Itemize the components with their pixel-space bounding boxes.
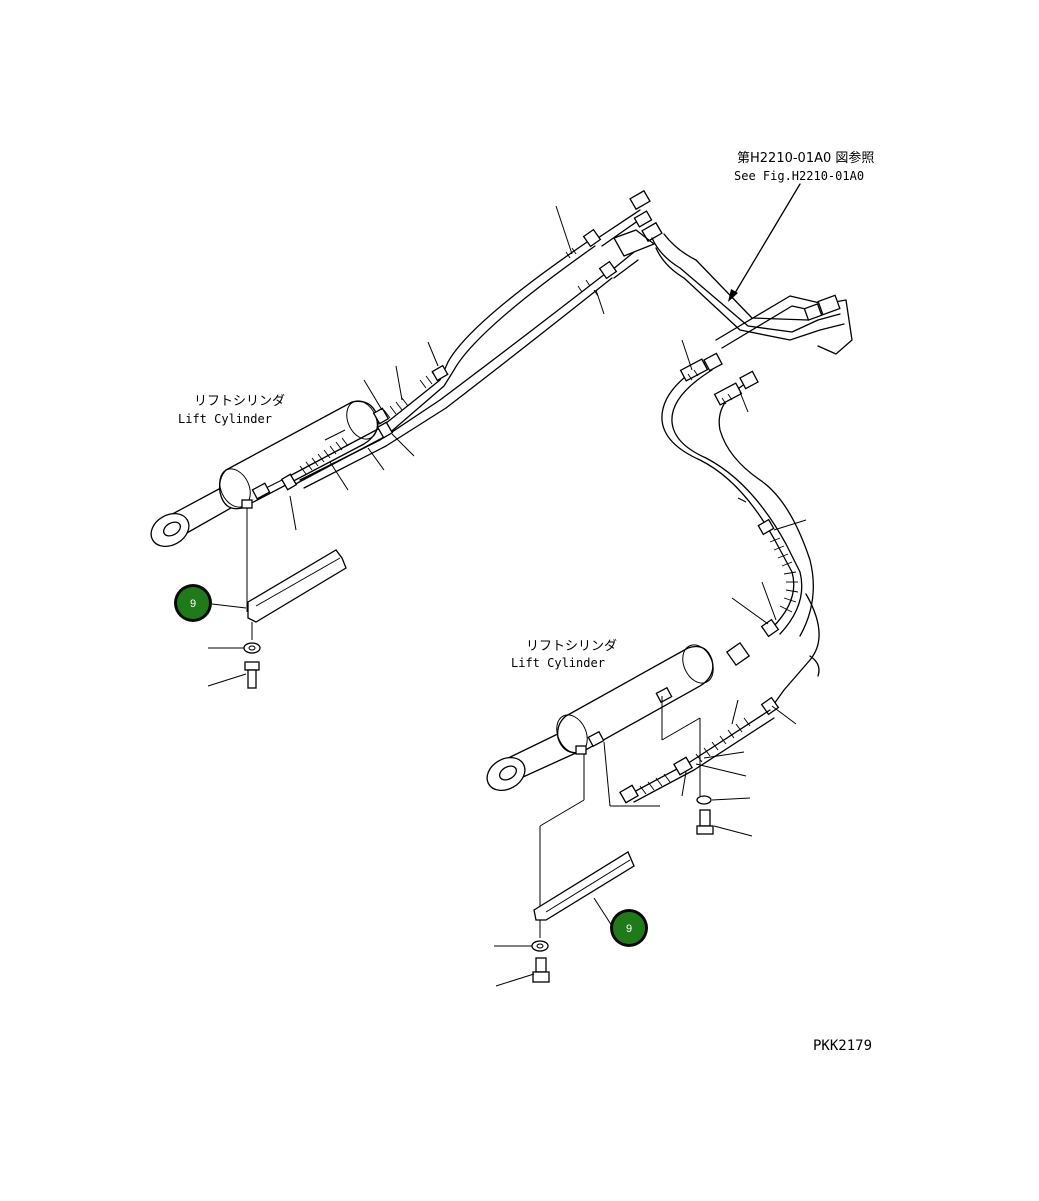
right-leader-lines [681,339,807,725]
lower-supply-hoses [661,352,820,716]
callout-9-upper-label: 9 [190,598,196,610]
lower-cylinder-label-en: Lift Cylinder [511,656,605,670]
reference-label-en: See Fig.H2210-01A0 [734,169,864,183]
lower-bracket-assembly [494,754,635,987]
lower-leader-lines [681,699,747,797]
callout-9-lower[interactable]: 9 [593,897,648,947]
reference-label-jp: 第H2210-01A0 図参照 [737,150,874,166]
lower-cylinder-label-jp: リフトシリンダ [526,639,617,654]
lower-fixing-hardware [696,795,753,837]
callout-9-lower-label: 9 [626,923,632,935]
upper-lift-cylinder [150,400,379,548]
callout-9-upper[interactable]: 9 [174,584,247,622]
lower-lift-cylinder [486,644,714,807]
callout-9-lower-fill [613,912,645,944]
callout-9-upper-fill [177,587,209,619]
upper-cylinder-label-jp: リフトシリンダ [194,394,285,409]
lower-cylinder-hose [619,709,775,804]
upper-bracket-assembly [207,508,347,689]
reference-arrow [728,183,801,302]
drawing-code: PKK2179 [813,1038,872,1054]
upper-leader-lines [289,205,605,531]
upper-cylinder-label-en: Lift Cylinder [178,412,272,426]
upper-hoses [280,189,663,491]
main-valve-piping [613,229,853,355]
